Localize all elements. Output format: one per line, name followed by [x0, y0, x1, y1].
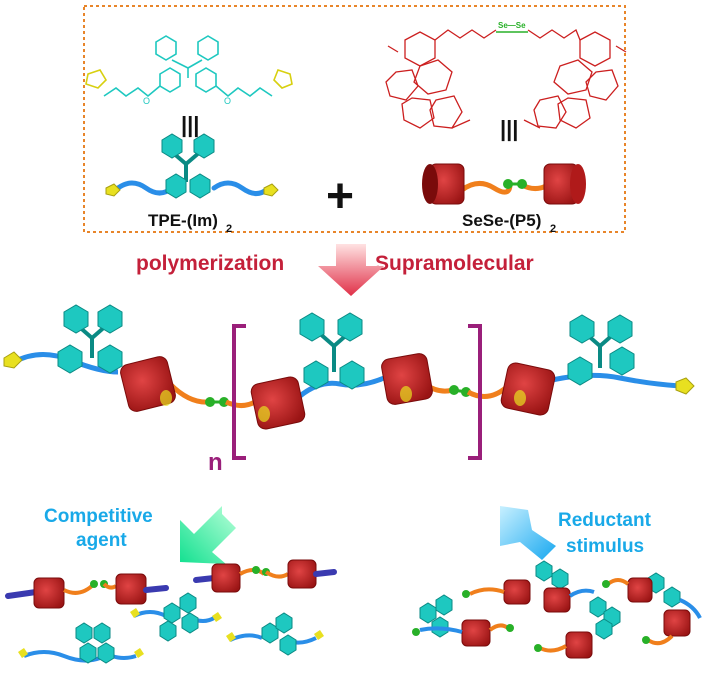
right-monomer-subscript: 2	[550, 223, 556, 235]
equiv-mark-left: |||	[181, 112, 199, 137]
repeat-unit-n: n	[208, 449, 223, 476]
imidazole-right	[273, 69, 293, 89]
svg-text:O: O	[224, 96, 231, 106]
competitive-agent-arrow	[180, 506, 236, 564]
svg-text:O: O	[143, 96, 150, 106]
competitive-products	[5, 559, 337, 664]
reductant-stimulus-arrow	[500, 506, 556, 560]
reductant-stimulus-line1: Reductant	[558, 510, 652, 531]
sese-p5-structure	[385, 29, 627, 129]
left-monomer-subscript: 2	[226, 223, 232, 235]
tpe-im-cartoon	[105, 133, 279, 199]
right-monomer-label: SeSe-(P5)	[462, 211, 541, 230]
tpe-im-structure: O O	[103, 35, 273, 106]
reductant-products	[412, 560, 702, 659]
left-monomer-label: TPE-(Im)	[148, 211, 218, 230]
reductant-stimulus-line2: stimulus	[566, 536, 644, 557]
imidazole-left	[85, 69, 108, 89]
plus-sign: +	[326, 170, 354, 223]
supramolecular-polymer	[3, 304, 695, 460]
process-label-left: Supramolecular	[375, 252, 534, 275]
monomer-box	[83, 5, 626, 233]
competitive-agent-line2: agent	[76, 530, 127, 551]
equiv-mark-right: |||	[500, 116, 518, 141]
process-label-right: polymerization	[136, 252, 284, 275]
diselenide-chem-label: Se—Se	[498, 21, 526, 30]
down-arrow	[318, 244, 384, 296]
competitive-agent-line1: Competitive	[44, 506, 153, 527]
sese-p5-cartoon	[422, 163, 586, 205]
